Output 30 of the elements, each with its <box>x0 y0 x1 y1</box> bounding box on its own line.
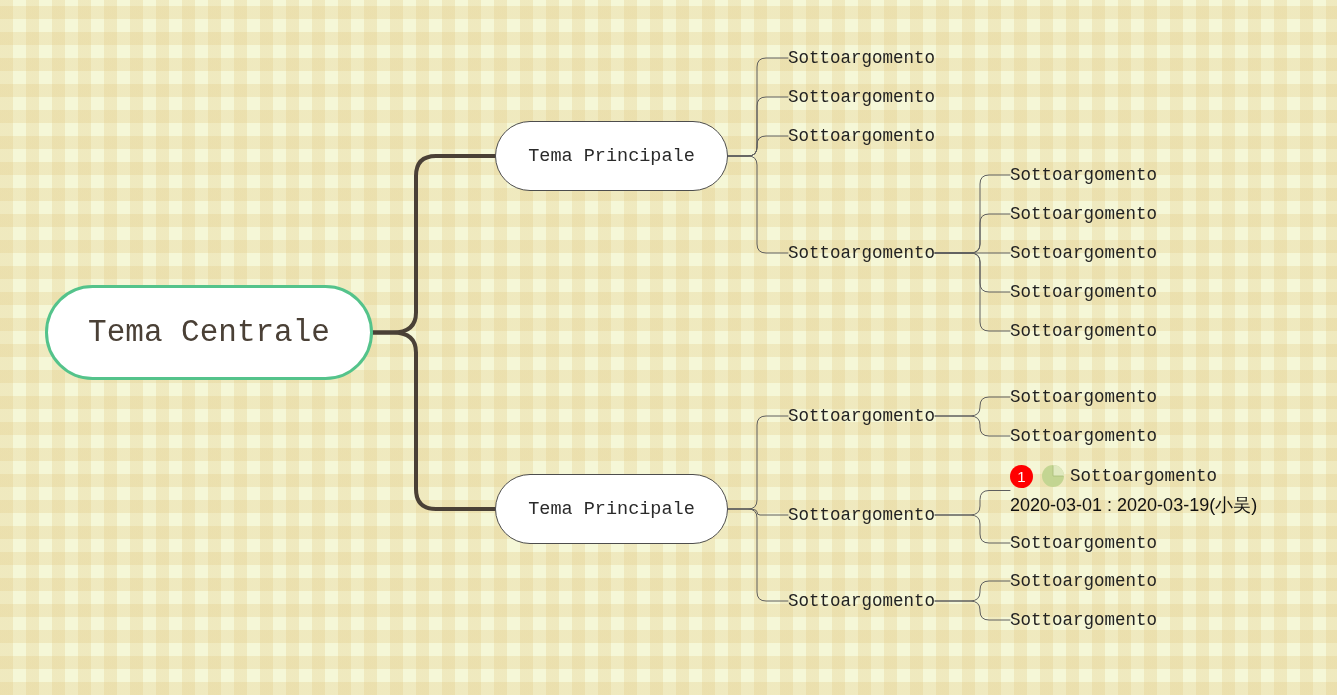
subtopic-text: Sottoargomento <box>788 504 936 526</box>
topic-pill: Tema Principale <box>495 121 728 191</box>
subtopic-text: Sottoargomento <box>1010 164 1158 186</box>
subtopic-text: Sottoargomento <box>788 405 936 427</box>
brace-connector <box>371 330 497 511</box>
central-topic-pill: Tema Centrale <box>45 285 373 380</box>
subtopic-text: Sottoargomento <box>1010 203 1158 225</box>
priority-badge: 1 <box>1010 464 1033 488</box>
subtopic-text: Sottoargomento <box>1010 609 1158 631</box>
subtopic-text: Sottoargomento <box>1010 425 1158 447</box>
subtopic-text: Sottoargomento <box>1010 386 1158 408</box>
topic-pill: Tema Principale <box>495 474 728 544</box>
subtopic-text: Sottoargomento <box>788 86 936 108</box>
brace-connector <box>934 415 1011 437</box>
subtopic-text: Sottoargomento <box>1010 281 1158 303</box>
subtopic-text: Sottoargomento <box>1010 570 1158 592</box>
subtopic-text: Sottoargomento <box>1010 320 1158 342</box>
brace-connector <box>727 155 789 254</box>
subtopic-text: Sottoargomento <box>1070 465 1218 487</box>
date-range-text: 2020-03-01 : 2020-03-19(小吴) <box>1010 494 1258 517</box>
subtopic-text: Sottoargomento <box>788 47 936 69</box>
subtopic-text: Sottoargomento <box>788 590 936 612</box>
brace-connector <box>934 514 1011 544</box>
subtopic-text: Sottoargomento <box>788 242 936 264</box>
brace-connector <box>727 508 789 602</box>
brace-connector <box>934 252 1011 332</box>
subtopic-text: Sottoargomento <box>1010 242 1158 264</box>
subtopic-text: Sottoargomento <box>1010 532 1158 554</box>
brace-connector <box>934 600 1011 621</box>
subtopic-text: Sottoargomento <box>788 125 936 147</box>
